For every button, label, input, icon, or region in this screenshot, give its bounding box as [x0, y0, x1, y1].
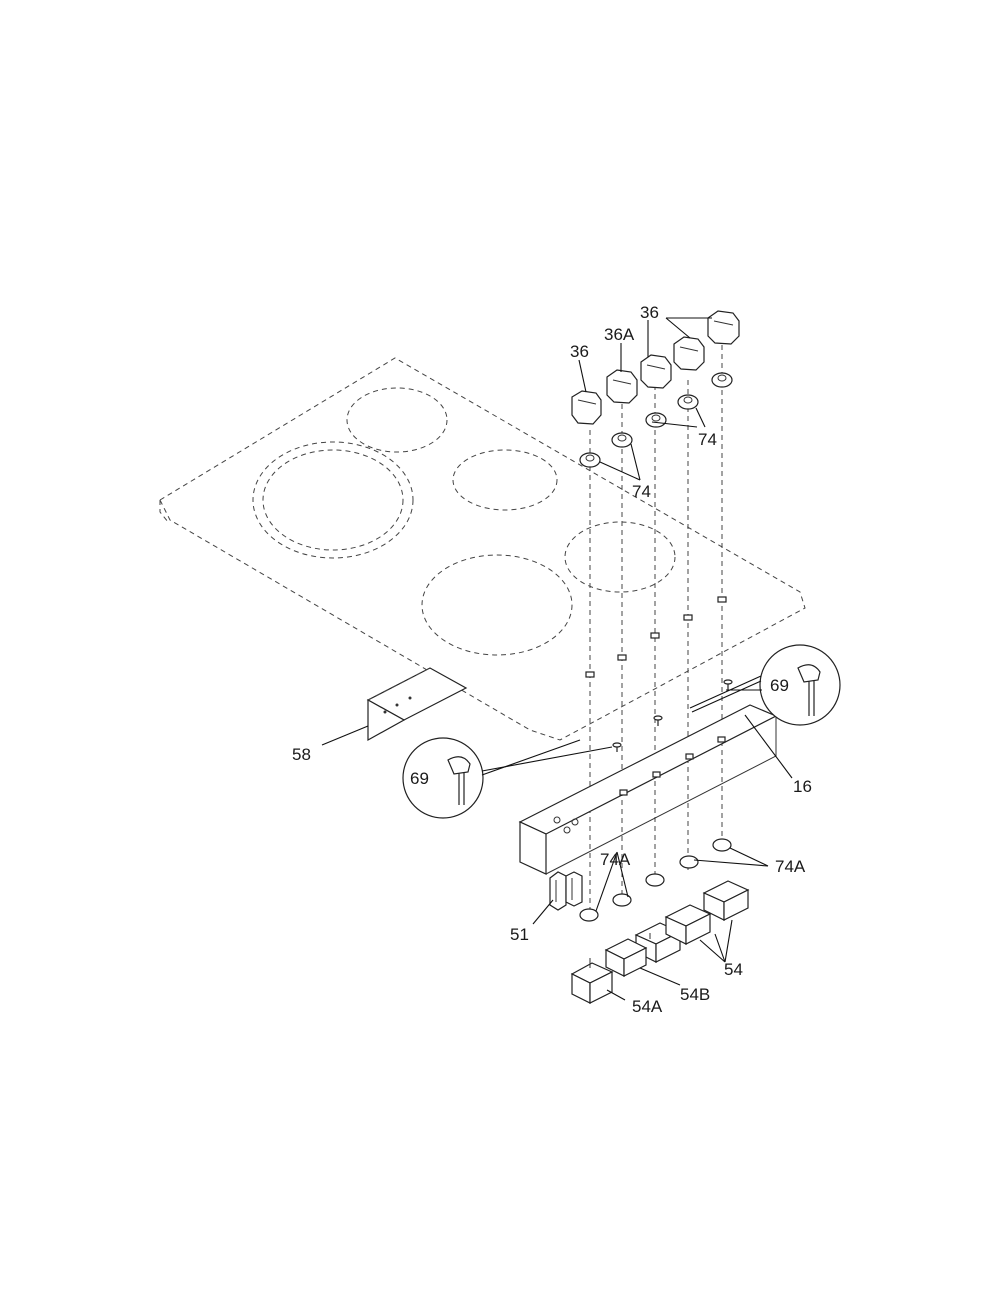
label-36-right: 36	[640, 303, 659, 322]
knob-36-right-a	[673, 336, 705, 371]
knob-36a	[606, 369, 638, 404]
small-screws	[612, 679, 733, 752]
rings-74a	[579, 838, 732, 922]
part-labels: 36 36A 36 74 74 58 16 74A 74A 51 54 54B …	[292, 303, 812, 1016]
switch-54-2	[664, 904, 712, 945]
clip-51	[549, 871, 583, 911]
shaft-holes	[585, 596, 727, 678]
switch-54-3	[702, 880, 750, 921]
label-74a-right: 74A	[775, 857, 806, 876]
label-69-right: 69	[770, 676, 789, 695]
label-74-upper: 74	[698, 430, 717, 449]
leader-lines	[321, 317, 793, 1001]
label-16: 16	[793, 777, 812, 796]
label-36a: 36A	[604, 325, 635, 344]
callout-69-left: 69	[402, 737, 613, 819]
label-74-lower: 74	[632, 482, 651, 501]
label-58: 58	[292, 745, 311, 764]
switch-54b	[604, 938, 648, 977]
label-54b: 54B	[680, 985, 710, 1004]
label-36-left: 36	[570, 342, 589, 361]
label-54a: 54A	[632, 997, 663, 1016]
rings-74	[579, 372, 733, 468]
label-51: 51	[510, 925, 529, 944]
bracket-16	[518, 704, 778, 875]
label-54: 54	[724, 960, 743, 979]
knob-36-right-b	[707, 310, 740, 345]
panel-58	[366, 667, 468, 742]
knob-36-middle	[640, 354, 672, 389]
callout-69-right: 69	[689, 644, 841, 726]
cooktop-surface	[159, 357, 806, 741]
switch-54a	[570, 958, 614, 1004]
knob-36-left	[571, 390, 602, 425]
label-69-left: 69	[410, 769, 429, 788]
label-74a-left: 74A	[600, 850, 631, 869]
